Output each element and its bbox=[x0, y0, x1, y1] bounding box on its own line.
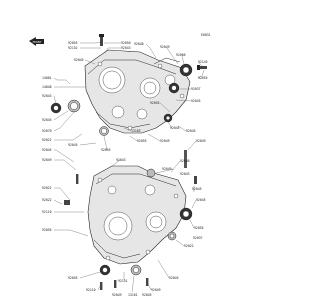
part-label: 92037 bbox=[193, 236, 203, 240]
part-label: 92110 bbox=[86, 288, 96, 292]
part-label: 92022 bbox=[42, 138, 52, 142]
bearing-lower-right bbox=[179, 207, 193, 221]
part-label: 92049 bbox=[112, 293, 122, 297]
part-label: 92049 bbox=[42, 158, 52, 162]
part-label: 92049 bbox=[162, 167, 172, 171]
bolt-right bbox=[197, 65, 207, 70]
part-label: 13183 bbox=[131, 129, 141, 133]
front-arrow-icon: FRONT bbox=[29, 37, 44, 46]
part-label: 92045 bbox=[192, 187, 202, 191]
part-label: 92050 bbox=[121, 41, 131, 45]
bearing-upper-right-2 bbox=[168, 82, 180, 94]
part-label: 92049 bbox=[151, 288, 161, 292]
part-label: 92045 bbox=[196, 198, 206, 202]
bearing-lower-bottom bbox=[99, 264, 111, 276]
part-label: 92152 bbox=[68, 46, 78, 50]
part-label: 92055 bbox=[194, 226, 204, 230]
seal-upper-mid bbox=[99, 126, 109, 136]
part-label: 92110 bbox=[42, 210, 52, 214]
parts-diagram: E0031 FRONT bbox=[29, 33, 211, 297]
part-label: 92049 bbox=[196, 139, 206, 143]
part-label: 14048 bbox=[42, 85, 52, 89]
upper-crankcase-half bbox=[84, 49, 191, 134]
leader-lines bbox=[53, 41, 205, 293]
part-label: 92049 bbox=[160, 45, 170, 49]
part-label: 92037 bbox=[191, 87, 201, 91]
part-label: 92055 bbox=[42, 228, 52, 232]
part-label: 92055 bbox=[101, 148, 111, 152]
part-labels: 92055 92152 92050 92043 92045 92048 9204… bbox=[42, 41, 208, 297]
part-label: 92055 bbox=[68, 276, 78, 280]
part-label: 92055 bbox=[150, 101, 160, 105]
part-label: 92045 bbox=[170, 126, 180, 130]
cap-lower-center bbox=[146, 168, 156, 178]
part-label: 92022 bbox=[42, 198, 52, 202]
front-label: FRONT bbox=[33, 40, 42, 44]
part-label: 92151 bbox=[118, 279, 128, 283]
part-label: 14001 bbox=[42, 76, 52, 80]
dowel-right-mid bbox=[184, 150, 187, 168]
lower-crankcase-half bbox=[87, 165, 187, 265]
part-label: 92145 bbox=[198, 60, 208, 64]
part-label: 92048 bbox=[134, 42, 144, 46]
part-label: 92022 bbox=[42, 186, 52, 190]
bearing-mid-right bbox=[163, 113, 173, 123]
part-label: 92049 bbox=[160, 139, 170, 143]
bearing-lower-mid bbox=[167, 231, 177, 241]
part-label: 92055 bbox=[68, 41, 78, 45]
part-label: 13161 bbox=[128, 293, 138, 297]
part-label: 92070 bbox=[42, 129, 52, 133]
bearing-upper-right bbox=[179, 63, 193, 77]
part-label: 92055 bbox=[137, 139, 147, 143]
figure-code: E0031 bbox=[201, 33, 211, 37]
part-label: 92045 bbox=[169, 276, 179, 280]
part-label: 92045 bbox=[42, 118, 52, 122]
part-label: 92022 bbox=[184, 244, 194, 248]
part-label: 92043 bbox=[42, 94, 52, 98]
part-label: 92066 bbox=[176, 53, 186, 57]
bolt-lower-right bbox=[194, 176, 197, 184]
plug-left-lower bbox=[64, 200, 70, 205]
part-label: 92045 bbox=[42, 148, 52, 152]
part-label: 92045 bbox=[142, 293, 152, 297]
part-label: 92043 bbox=[121, 46, 131, 50]
part-label: 92043 bbox=[180, 172, 190, 176]
stud-top bbox=[99, 34, 104, 46]
bearing-upper-left bbox=[50, 102, 62, 114]
part-label: 92043 bbox=[116, 158, 126, 162]
part-label: 92045 bbox=[68, 143, 78, 147]
diagram-canvas: E0031 FRONT bbox=[29, 33, 211, 297]
part-label: 92045 bbox=[191, 99, 201, 103]
part-label: 92046 bbox=[180, 159, 190, 163]
stud-left-lower bbox=[76, 174, 79, 184]
bearing-lower-bottom-2 bbox=[130, 264, 142, 276]
part-label: 92045 bbox=[74, 58, 84, 62]
part-label: 92055 bbox=[198, 76, 208, 80]
bolts-bottom bbox=[100, 278, 149, 290]
bearing-upper-left-2 bbox=[67, 99, 81, 113]
part-label: 92045 bbox=[186, 129, 196, 133]
